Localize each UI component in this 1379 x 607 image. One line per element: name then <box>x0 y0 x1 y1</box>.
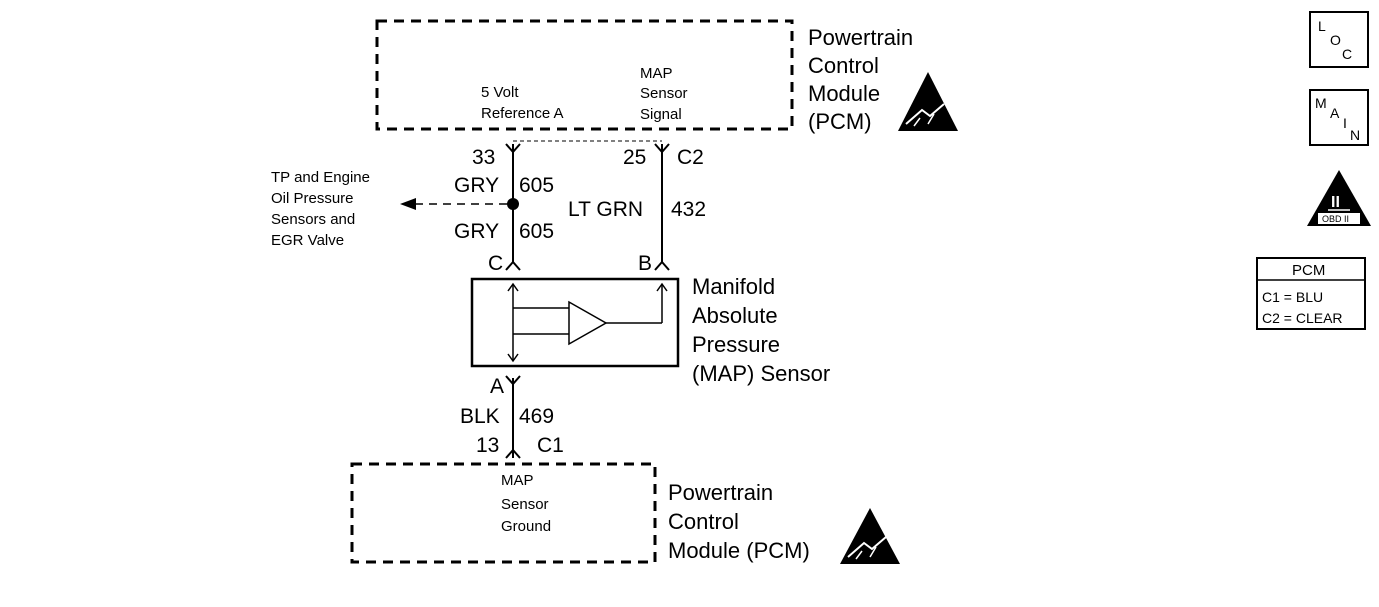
splice-dot <box>507 198 519 210</box>
main-letter-m: M <box>1315 95 1327 111</box>
pcm-table-title: PCM <box>1292 262 1325 279</box>
splice-dest-line2: Oil Pressure <box>271 190 354 207</box>
splice-dest-line4: EGR Valve <box>271 232 344 249</box>
main-icon[interactable]: M A I N <box>1309 89 1369 146</box>
pin-map-label-line3: Signal <box>640 106 682 123</box>
amplifier-symbol-icon <box>507 282 668 363</box>
sensor-pin-c: C <box>488 252 503 275</box>
wire1-color: GRY <box>454 174 499 197</box>
wire2-color: GRY <box>454 220 499 243</box>
ground-label-line3: Ground <box>501 518 551 535</box>
pcm-bottom-title-line1: Powertrain <box>668 480 773 505</box>
main-letter-n: N <box>1350 127 1360 143</box>
obd-numeral: II <box>1331 194 1340 211</box>
pcm-top-title-line2: Control <box>808 53 879 78</box>
pcm-table-c2: C2 = CLEAR <box>1262 310 1343 326</box>
pin-c-connector-icon <box>505 260 521 271</box>
pin-25-label: 25 <box>623 146 646 169</box>
pcm-bottom-title-line2: Control <box>668 509 739 534</box>
splice-dest-line1: TP and Engine <box>271 169 370 186</box>
sensor-name-line2: Absolute <box>692 303 778 328</box>
pin-13-connector-icon <box>505 448 521 459</box>
main-letter-a: A <box>1330 105 1340 121</box>
arrow-left-icon <box>400 198 416 210</box>
sensor-pin-a: A <box>490 375 504 398</box>
pin-map-label-line1: MAP <box>640 65 673 82</box>
sensor-name-line1: Manifold <box>692 274 775 299</box>
sensor-name-line3: Pressure <box>692 332 780 357</box>
pin-5v-label-line2: Reference A <box>481 105 564 122</box>
pcm-top-title-line1: Powertrain <box>808 25 913 50</box>
sensor-name-line4: (MAP) Sensor <box>692 361 830 386</box>
pcm-bottom-box <box>350 462 657 564</box>
pcm-bottom-title-line3: Module (PCM) <box>668 538 810 563</box>
sensor-pin-b: B <box>638 252 652 275</box>
main-letter-i: I <box>1343 115 1347 131</box>
loc-letter-o: O <box>1330 32 1341 48</box>
ground-label-line2: Sensor <box>501 496 549 513</box>
pcm-connector-table: PCM C1 = BLU C2 = CLEAR <box>1256 257 1366 330</box>
obd-label: OBD II <box>1322 214 1349 224</box>
wire2-circuit: 605 <box>519 220 554 243</box>
pin-13-label: 13 <box>476 434 499 457</box>
pin-map-label-line2: Sensor <box>640 85 688 102</box>
pcm-top-title-line3: Module <box>808 81 880 106</box>
wire4-color: BLK <box>460 405 500 428</box>
esd-warning-icon <box>898 72 958 131</box>
pin-5v-label-line1: 5 Volt <box>481 84 519 101</box>
wire3-color: LT GRN <box>568 198 643 221</box>
wire3-circuit: 432 <box>671 198 706 221</box>
pcm-top-title-line4: (PCM) <box>808 109 872 134</box>
wire4-circuit: 469 <box>519 405 554 428</box>
obd-ii-icon[interactable]: II OBD II <box>1307 170 1371 226</box>
pcm-top-box <box>375 19 794 131</box>
connector-c2-label: C2 <box>677 146 704 169</box>
pin-b-connector-icon <box>654 260 670 271</box>
loc-letter-l: L <box>1318 18 1326 34</box>
pin-33-label: 33 <box>472 146 495 169</box>
loc-letter-c: C <box>1342 46 1352 62</box>
splice-dest-line3: Sensors and <box>271 211 355 228</box>
esd-warning-icon-bottom <box>840 508 900 564</box>
loc-icon[interactable]: L O C <box>1309 11 1369 68</box>
ground-label-line1: MAP <box>501 472 534 489</box>
pcm-table-c1: C1 = BLU <box>1262 289 1323 305</box>
connector-c1-label: C1 <box>537 434 564 457</box>
map-sensor-box <box>470 277 680 368</box>
wire1-circuit: 605 <box>519 174 554 197</box>
